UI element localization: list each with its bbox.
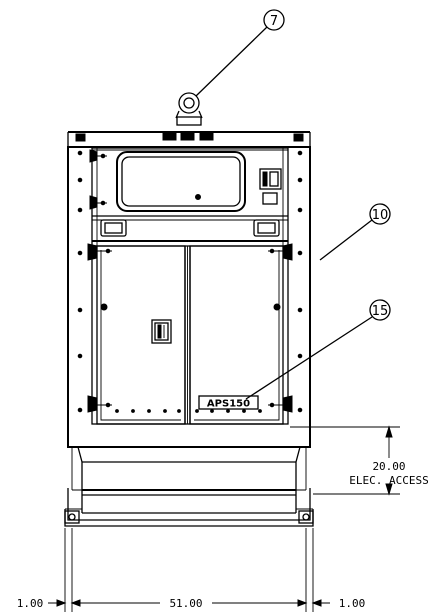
- louvre-boxes: [100, 219, 280, 237]
- upper-hinges: [89, 149, 107, 210]
- callout-15-number: 15: [372, 304, 389, 319]
- lifting-eye: [175, 92, 203, 126]
- model-plate-text: APS150: [207, 399, 250, 410]
- door-handle: [151, 319, 172, 344]
- elec-access-dimension: 20.00 ELEC. ACCESS: [290, 425, 429, 496]
- elec-access-value: 20.00: [372, 460, 405, 473]
- left-offset-dimension: 1.00: [17, 597, 44, 610]
- left-door: [87, 243, 186, 425]
- base-skirt: [64, 446, 314, 527]
- callout-7: 7: [195, 9, 285, 97]
- enclosure-body: [67, 146, 311, 448]
- callout-10-number: 10: [372, 208, 389, 223]
- base-width-dimension: 51.00: [169, 597, 202, 610]
- right-door: [189, 243, 293, 425]
- door-bottom-rivets: [115, 409, 262, 413]
- callout-7-number: 7: [270, 14, 278, 29]
- elec-access-label: ELEC. ACCESS: [349, 474, 428, 487]
- callout-10: 10: [319, 203, 391, 261]
- right-offset-dimension: 1.00: [339, 597, 366, 610]
- callout-15: 15: [245, 299, 391, 400]
- model-plate: APS150: [198, 395, 259, 410]
- breaker-switch: [259, 168, 282, 205]
- roof: [67, 131, 311, 148]
- control-panel-window: [116, 151, 246, 212]
- door-center-gap: [184, 246, 191, 424]
- base-width-dimensions: 1.00 51.00 1.00: [17, 528, 366, 612]
